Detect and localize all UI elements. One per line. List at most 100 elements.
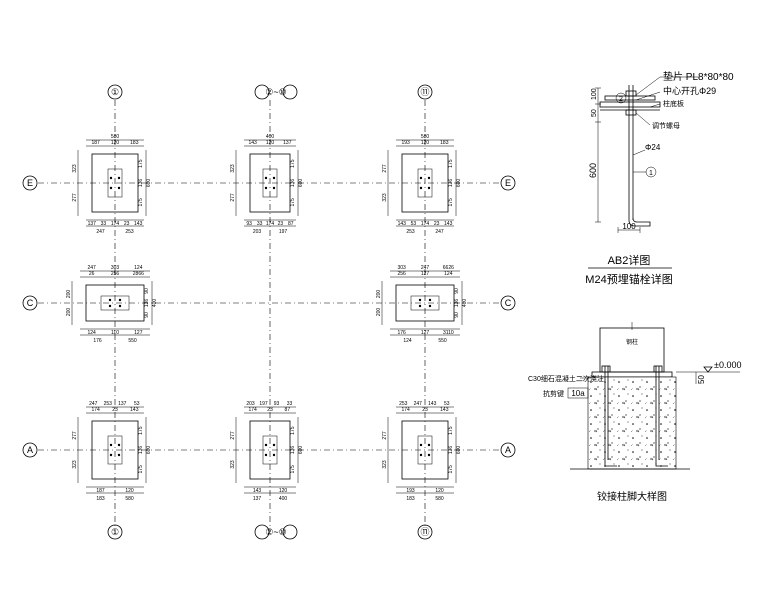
ab2-subtitle: M24预埋锚栓详图 bbox=[585, 272, 672, 286]
col-bubble-1-bot: ① bbox=[107, 524, 123, 540]
ab2-base-label: 柱底板 bbox=[663, 99, 684, 108]
dim-text: 93 bbox=[274, 401, 280, 407]
col-label: ① bbox=[111, 87, 119, 97]
dim-text: 23 bbox=[124, 221, 130, 227]
dim-text: 200 bbox=[376, 308, 382, 317]
bolt-hole bbox=[419, 443, 423, 447]
hinge-col-label: 钢柱 bbox=[626, 338, 638, 346]
dim-text: 600 bbox=[146, 179, 152, 188]
dim-text: 323 bbox=[382, 193, 388, 202]
bolt-hole bbox=[117, 453, 121, 457]
dim-text: 175 bbox=[448, 159, 454, 168]
plate-outline bbox=[91, 420, 139, 480]
dim-text: 183 bbox=[96, 496, 105, 502]
column-section bbox=[262, 435, 278, 465]
plate-outline bbox=[401, 153, 449, 213]
bolt-hole bbox=[428, 304, 432, 308]
svg-text:10a: 10a bbox=[571, 389, 585, 398]
bolt-hole bbox=[418, 304, 422, 308]
dim-text: 137 bbox=[283, 140, 292, 146]
dim-text: 187 bbox=[96, 488, 105, 494]
bolt-hole bbox=[264, 176, 268, 180]
dim-text: 277 bbox=[382, 164, 388, 173]
dim-text: 247 bbox=[435, 229, 444, 235]
dim-text: 174 bbox=[266, 221, 275, 227]
dim-text: 53 bbox=[134, 401, 140, 407]
dim-text: 124 bbox=[403, 338, 412, 344]
dim-text: 400 bbox=[462, 299, 468, 308]
dim-text: 23 bbox=[112, 407, 118, 413]
hinge-title: 铰接柱脚大样图 bbox=[597, 490, 667, 503]
bolt-hole bbox=[419, 453, 423, 457]
dim-text: 143 bbox=[444, 221, 453, 227]
column-section bbox=[100, 295, 130, 311]
svg-text:50: 50 bbox=[697, 375, 706, 384]
bolt-hole bbox=[427, 176, 431, 180]
dim-text: 124 bbox=[87, 330, 96, 336]
dim-text: 124 bbox=[444, 271, 453, 277]
dim-text: 136 bbox=[290, 179, 296, 188]
bolt-hole bbox=[419, 186, 423, 190]
grid-bubbles: ① ②~⑩ ⑪ ① ②~⑩ ⑪ E C A E C A bbox=[22, 84, 516, 540]
dim-text: 200 bbox=[376, 290, 382, 299]
bolt-hole bbox=[108, 304, 112, 308]
dim-text: 203 bbox=[253, 229, 262, 235]
dim-text: 197 bbox=[259, 401, 268, 407]
ab2-title: AB2详图 bbox=[608, 253, 651, 267]
dim-text: 247 bbox=[414, 401, 423, 407]
svg-text:2: 2 bbox=[619, 96, 623, 103]
bolt-hole bbox=[427, 453, 431, 457]
dim-text: 303 bbox=[397, 265, 406, 271]
bolt-hole bbox=[427, 443, 431, 447]
plate-outline bbox=[91, 153, 139, 213]
bolt-hole bbox=[118, 304, 122, 308]
dim-text: 120 bbox=[421, 140, 430, 146]
row-bubble-E-right: E bbox=[500, 175, 516, 191]
bolt-hole bbox=[272, 176, 276, 180]
bolt-hole bbox=[272, 186, 276, 190]
dim-text: 2866 bbox=[133, 271, 144, 277]
dim-text: 277 bbox=[72, 431, 78, 440]
dim-text: 323 bbox=[72, 460, 78, 469]
dim-text: 175 bbox=[138, 426, 144, 435]
svg-text:E: E bbox=[505, 178, 511, 188]
dim-text: 247 bbox=[89, 401, 98, 407]
ab2-nut-label: 调节螺母 bbox=[652, 121, 680, 130]
dim-text: 600 bbox=[456, 446, 462, 455]
svg-text:600: 600 bbox=[588, 163, 598, 178]
dim-text: 580 bbox=[421, 134, 430, 140]
column-section bbox=[262, 168, 278, 198]
bolt-hole bbox=[264, 186, 268, 190]
bolt-hole bbox=[428, 298, 432, 302]
dim-text: 175 bbox=[290, 465, 296, 474]
dim-text: 23 bbox=[434, 221, 440, 227]
dim-text: 200 bbox=[66, 290, 72, 299]
dim-text: 183 bbox=[406, 496, 415, 502]
dim-text: 256 bbox=[397, 271, 406, 277]
dim-text: 136 bbox=[454, 299, 460, 308]
dim-text: 400 bbox=[152, 299, 158, 308]
plate-outline bbox=[85, 284, 145, 322]
dim-text: 175 bbox=[290, 426, 296, 435]
bolt-hole bbox=[264, 453, 268, 457]
bolt-hole bbox=[427, 186, 431, 190]
dim-text: 600 bbox=[298, 179, 304, 188]
row-bubble-C-right: C bbox=[500, 295, 516, 311]
dim-text: 277 bbox=[72, 193, 78, 202]
col-bubble-11-bot: ⑪ bbox=[417, 524, 433, 540]
dim-text: 580 bbox=[125, 496, 134, 502]
dim-text: 127 bbox=[421, 271, 430, 277]
bolt-hole bbox=[117, 186, 121, 190]
row-bubble-C-left: C bbox=[22, 295, 38, 311]
dim-text: 136 bbox=[290, 446, 296, 455]
dim-text: 193 bbox=[401, 140, 410, 146]
dim-text: 247 bbox=[87, 265, 96, 271]
dim-text: 183 bbox=[130, 140, 139, 146]
dim-text: 277 bbox=[230, 431, 236, 440]
dim-text: 193 bbox=[406, 488, 415, 494]
dim-text: 23 bbox=[278, 221, 284, 227]
